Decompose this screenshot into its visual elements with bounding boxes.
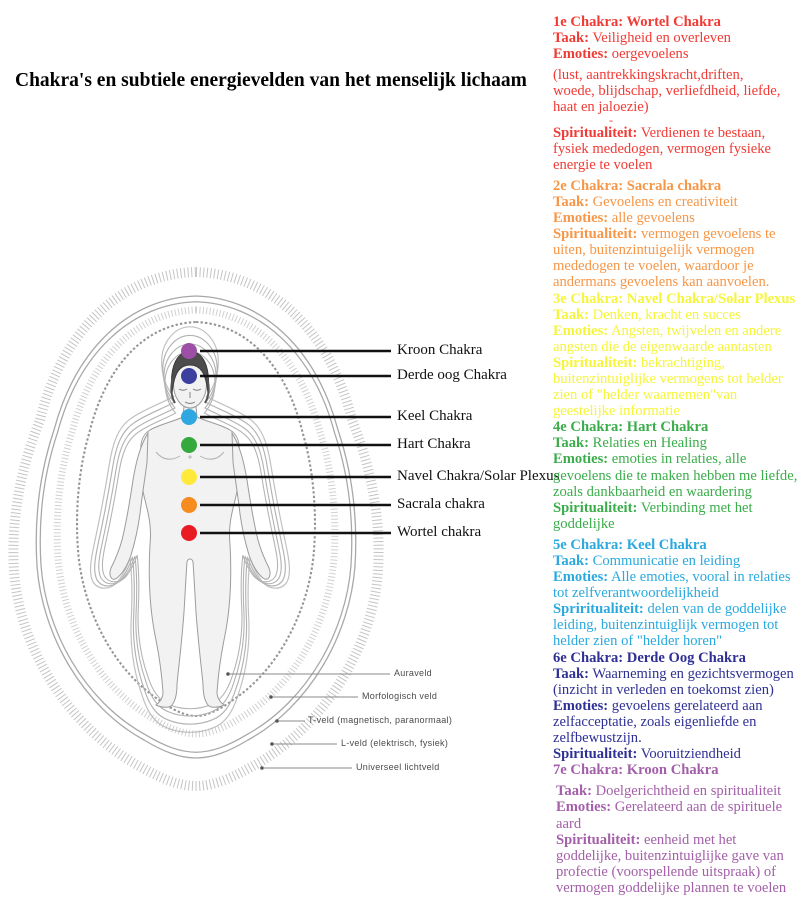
- text-line: Emoties: Alle emoties, vooral in relatie…: [553, 569, 791, 586]
- text-line: Spiritualiteit: Verdienen te bestaan,: [553, 124, 766, 141]
- t-veld-marker: [275, 719, 279, 723]
- text-line: Spiritualiteit: bekrachtiging,: [553, 354, 725, 371]
- text-line: (inzicht in verleden en toekomst zien): [553, 681, 774, 698]
- keel-chakra-dot: [181, 409, 197, 425]
- text-line: Spiritualiteit: eenheid met het: [556, 831, 737, 848]
- text-line: zien of "helder waarnemen"van: [553, 387, 738, 404]
- text-line: woede, blijdschap, verliefdheid, liefde,: [553, 83, 781, 100]
- sacraal-chakra-dot: [181, 497, 197, 513]
- auraveld-contours: [89, 326, 291, 733]
- text-line: Spiritualiteit: Verbinding met het: [553, 499, 753, 516]
- text-line: (lust, aantrekkingskracht,driften,: [553, 67, 744, 84]
- hair-right-lock: [204, 377, 210, 404]
- wortel-chakra-dot: [181, 525, 197, 541]
- section-heading: 3e Chakra: Navel Chakra/Solar Plexus: [553, 290, 796, 307]
- text-line: geestelijke informatie: [553, 403, 680, 420]
- text-line: leiding, buitenzintuiglijk vermogen tot: [553, 617, 779, 634]
- text-line: zelfacceptatie, zoals eigenliefde en: [553, 713, 757, 730]
- section-heading: 5e Chakra: Keel Chakra: [553, 536, 707, 553]
- body-torso-legs: [140, 405, 240, 708]
- section-heading: 2e Chakra: Sacrala chakra: [553, 177, 722, 194]
- chakra-layer: [181, 343, 391, 541]
- text-line: Taak: Veiligheid en overleven: [553, 30, 731, 47]
- text-line: tot zelfverantwoordelijkheid: [553, 585, 719, 602]
- navel-mark: [188, 455, 192, 459]
- text-line: Taak: Relaties en Healing: [553, 435, 707, 452]
- text-line: angsten die de eigenwaarde aantasten: [553, 338, 772, 355]
- text-line: fysiek mededogen, vermogen fysieke: [553, 140, 772, 157]
- text-line: Spiritualiteit: Vooruitziendheid: [553, 746, 741, 763]
- left-arm: [109, 431, 149, 580]
- text-line: Spriritualiteit: delen van de goddelijke: [553, 601, 787, 618]
- text-line: Emoties: alle gevoelens: [553, 210, 695, 227]
- derde-oog-chakra-dot: [181, 368, 197, 384]
- text-line: Taak: Denken, kracht en succes: [553, 306, 741, 323]
- auraveld-contour: [98, 343, 282, 717]
- section-heading: 1e Chakra: Wortel Chakra: [553, 14, 721, 30]
- text-line: energie te voelen: [553, 156, 653, 173]
- aura-body-diagram: [8, 266, 391, 792]
- text-line: aard: [556, 815, 582, 832]
- text-line: Taak: Waarneming en gezichtsvermogen: [553, 665, 794, 682]
- navel-chakra-dot: [181, 469, 197, 485]
- l-veld-marker: [270, 742, 274, 746]
- text-line: andermans gevoelens kan aanvoelen.: [553, 274, 770, 291]
- text-line: Spiritualiteit: vermogen gevoelens te: [553, 226, 776, 243]
- text-line: gevoelens die te maken hebben me liefde,: [553, 467, 798, 484]
- text-line: profectie (voorspellende uitspraak) of: [556, 863, 777, 880]
- text-line: helder zien of "helder horen": [553, 633, 723, 650]
- page-title: Chakra's en subtiele energievelden van h…: [15, 70, 527, 91]
- text-line: mededogen te voelen, waardoor je: [553, 258, 754, 275]
- text-line: Taak: Gevoelens en creativiteit: [553, 193, 738, 210]
- field-layer: [226, 672, 390, 770]
- chest-lines: [155, 451, 225, 460]
- section-heading: 4e Chakra: Hart Chakra: [553, 419, 709, 436]
- text-line: -: [609, 112, 613, 127]
- morfologisch-veld-marker: [269, 695, 273, 699]
- auraveld-marker: [226, 672, 230, 676]
- section-heading: 7e Chakra: Kroon Chakra: [553, 762, 719, 779]
- section-heading: 6e Chakra: Derde Oog Chakra: [553, 649, 746, 666]
- text-line: goddelijke, buitenzintuiglijke gave van: [556, 847, 784, 864]
- hair-left-lock: [170, 377, 176, 404]
- text-line: Emoties: Gerelateerd aan de spirituele: [556, 799, 783, 816]
- text-line: zelfbewustzijn.: [553, 730, 642, 747]
- text-line: goddelijke: [553, 515, 615, 532]
- text-line: Taak: Communicatie en leiding: [553, 553, 741, 569]
- hart-chakra-dot: [181, 437, 197, 453]
- text-line: zoals dankbaarheid en waardering: [553, 483, 752, 500]
- face-features: [178, 388, 202, 404]
- text-line: Taak: Doelgerichtheid en spiritualiteit: [556, 783, 782, 800]
- text-line: buitenzintuiglijke vermogens tot helder: [553, 370, 783, 387]
- text-line: Emoties: emoties in relaties, alle: [553, 451, 747, 468]
- text-line: Emoties: oergevoelens: [553, 46, 689, 63]
- universeel-lichtveld-ring: [8, 266, 384, 792]
- text-line: Emoties: gevoelens gerelateerd aan: [553, 697, 763, 714]
- universeel-lichtveld-marker: [260, 766, 264, 770]
- text-line: vermogen goddelijke plannen te voelen: [556, 879, 787, 896]
- kroon-chakra-dot: [181, 343, 197, 359]
- text-line: Emoties: Angsten, twijvelen en andere: [553, 322, 782, 339]
- text-line: uiten, buitenzintuigelijk vermogen: [553, 242, 755, 259]
- text-line: haat en jaloezie): [553, 99, 649, 116]
